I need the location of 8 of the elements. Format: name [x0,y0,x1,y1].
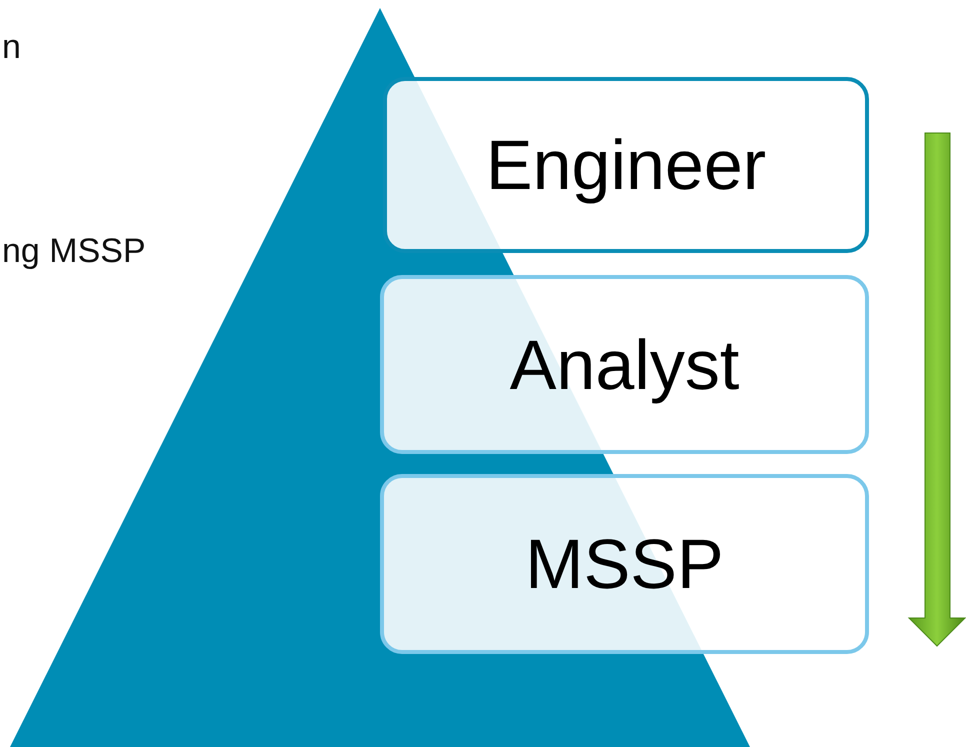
level-box [383,77,869,253]
text-fragment: n [2,28,21,67]
level-label: MSSP [525,524,724,604]
level-label: Engineer [486,125,766,205]
level-box [380,275,869,454]
text-fragment: ng MSSP [2,232,146,271]
level-label: Analyst [510,324,740,404]
level-box [380,474,869,654]
